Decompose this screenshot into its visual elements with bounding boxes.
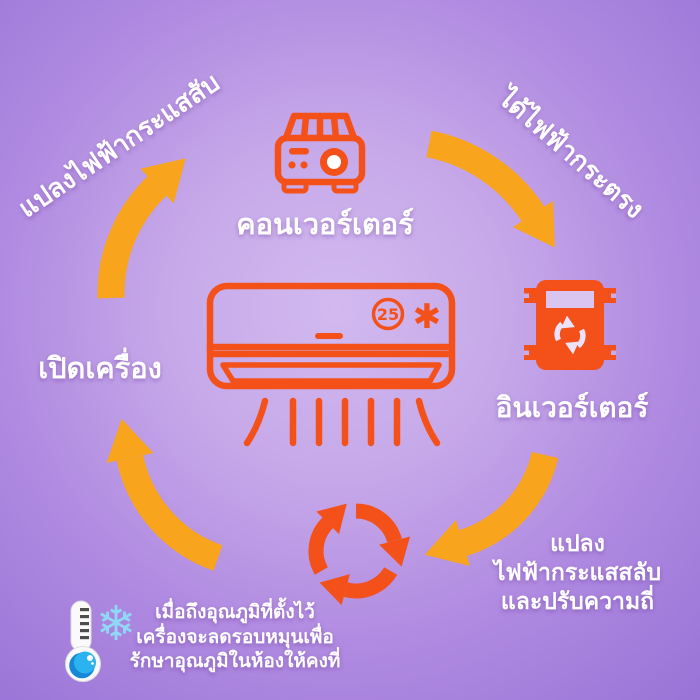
- thermostat-note-line2: เครื่องจะลดรอบหมุนเพื่อ: [136, 625, 334, 648]
- sync-arrows-icon: [554, 321, 586, 349]
- thermostat-note-line3: รักษาอุณภูมิในห้องให้คงที่: [129, 650, 341, 673]
- snowflake-asterisk-icon: ✱: [413, 297, 442, 337]
- rotation-caption-line2: ไฟฟ้ากระแสสลับ: [493, 559, 662, 586]
- temperature-badge: [371, 297, 405, 331]
- label-converter: คอนเวอร์เตอร์: [236, 207, 414, 241]
- flow-arrow-top-right: [426, 130, 555, 248]
- thermostat-note: เมื่อถึงอุณภูมิที่ตั้งไว้ เครื่องจะลดรอบ…: [125, 600, 345, 674]
- air-conditioner-icon: 25 ✱: [206, 282, 456, 447]
- rotation-caption-line3: และปรับความถี่: [500, 588, 655, 615]
- rotation-caption: แปลง ไฟฟ้ากระแสสลับ และปรับความถี่: [490, 530, 665, 616]
- flow-arrow-bottom-left: [106, 418, 223, 571]
- thermostat-note-line1: เมื่อถึงอุณภูมิที่ตั้งไว้: [155, 601, 315, 623]
- rotation-cycle-icon: [308, 503, 411, 606]
- thermometer-icon: [65, 600, 101, 682]
- inverter-window: [546, 291, 594, 308]
- aircon-flap: [220, 362, 442, 384]
- inverter-device-icon: [524, 280, 616, 370]
- flow-arrow-top-left: [97, 158, 186, 299]
- aircon-body: [206, 282, 456, 390]
- temperature-value: 25: [377, 305, 399, 324]
- snowflake-icon: ❄: [96, 596, 137, 652]
- flow-arrow-bottom-right: [424, 451, 559, 566]
- converter-device-icon: [274, 112, 366, 194]
- label-power-on: เปิดเครื่อง: [38, 351, 162, 385]
- aircon-airflow-lines: [243, 397, 441, 447]
- label-inverter: อินเวอร์เตอร์: [495, 391, 649, 424]
- rotation-caption-line1: แปลง: [550, 531, 605, 557]
